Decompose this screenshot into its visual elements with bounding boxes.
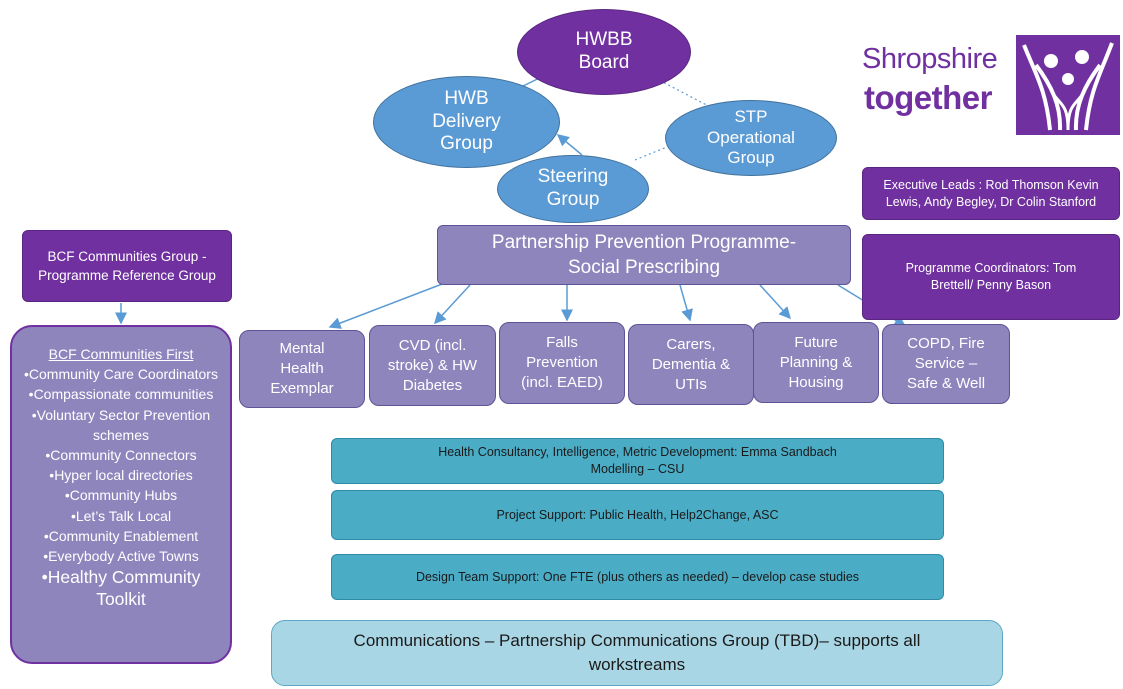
list-item: •Compassionate communities [28, 386, 214, 403]
arrow-to-ws-1 [328, 280, 451, 329]
workstream-label: COPD, Fire Service – Safe & Well [906, 335, 986, 392]
health-consultancy-bar: Health Consultancy, Intelligence, Metric… [331, 438, 944, 484]
list-item: •Community Enablement [43, 527, 199, 544]
hwb-delivery-group-label: HWB Delivery Group [432, 87, 501, 155]
arrow-steering-to-delivery [556, 134, 583, 156]
design-team-support-text: Design Team Support: One FTE (plus other… [415, 569, 860, 584]
steering-group-ellipse[interactable]: Steering Group [497, 155, 649, 223]
list-item: •Community Hubs [64, 487, 178, 504]
logo-figures-icon [1016, 35, 1120, 135]
workstream-label: Falls Prevention (incl. EAED) [521, 334, 603, 391]
workstream-mental-health[interactable]: Mental Health Exemplar [239, 330, 365, 408]
communications-text: Communications – Partnership Communicati… [353, 631, 921, 674]
arrow-to-ws-2 [433, 284, 471, 325]
design-team-support-bar: Design Team Support: One FTE (plus other… [331, 554, 944, 600]
hwbb-board-ellipse[interactable]: HWBB Board [517, 9, 691, 95]
executive-leads-box: Executive Leads : Rod Thomson Kevin Lewi… [862, 167, 1120, 220]
list-item: •Voluntary Sector Prevention schemes [31, 406, 211, 443]
programme-title: Partnership Prevention Programme- Social… [491, 232, 797, 278]
list-item: •Hyper local directories [49, 467, 193, 484]
logo-text-together: together [864, 79, 993, 116]
logo-text-shropshire: Shropshire [862, 43, 998, 75]
arrow-to-ws-5 [759, 284, 792, 320]
workstream-carers-dementia[interactable]: Carers, Dementia & UTIs [628, 324, 754, 405]
arrow-to-ws-4 [679, 284, 693, 322]
hwbb-board-label: HWBB Board [575, 29, 633, 73]
project-support-text: Project Support: Public Health, Help2Cha… [496, 507, 779, 522]
executive-leads-text: Executive Leads : Rod Thomson Kevin Lewi… [883, 177, 1099, 209]
workstream-label: Mental Health Exemplar [270, 340, 334, 397]
workstream-label: Carers, Dementia & UTIs [651, 335, 731, 393]
communications-bar: Communications – Partnership Communicati… [271, 620, 1003, 686]
bcf-communities-group-text: BCF Communities Group - Programme Refere… [38, 249, 216, 283]
dotted-steering-stp [634, 144, 673, 161]
project-support-bar: Project Support: Public Health, Help2Cha… [331, 490, 944, 540]
bcf-communities-group-box: BCF Communities Group - Programme Refere… [22, 230, 232, 302]
workstream-label: CVD (incl. stroke) & HW Diabetes [387, 336, 478, 394]
workstream-cvd-diabetes[interactable]: CVD (incl. stroke) & HW Diabetes [369, 325, 496, 406]
list-item: •Everybody Active Towns [43, 548, 199, 565]
list-item: •Community Care Coordinators [24, 366, 218, 383]
list-title: BCF Communities First [48, 346, 194, 362]
steering-group-label: Steering Group [537, 166, 609, 210]
hwb-delivery-group-ellipse[interactable]: HWB Delivery Group [373, 76, 560, 168]
list-item: •Let’s Talk Local [70, 507, 172, 524]
health-consultancy-text: Health Consultancy, Intelligence, Metric… [438, 445, 837, 476]
workstream-falls-prevention[interactable]: Falls Prevention (incl. EAED) [499, 322, 625, 404]
workstream-label: Future Planning & Housing [779, 333, 853, 391]
shropshire-together-logo: Shropshire together [862, 35, 1120, 140]
partnership-prevention-programme-box[interactable]: Partnership Prevention Programme- Social… [437, 225, 851, 285]
stp-operational-group-label: STP Operational Group [707, 107, 795, 168]
workstream-future-planning[interactable]: Future Planning & Housing [753, 322, 879, 403]
stp-operational-group-ellipse[interactable]: STP Operational Group [665, 100, 837, 176]
workstream-copd-fire[interactable]: COPD, Fire Service – Safe & Well [882, 324, 1010, 404]
programme-coordinators-box: Programme Coordinators: Tom Brettell/ Pe… [862, 234, 1120, 320]
list-item: •Community Connectors [45, 447, 197, 464]
bcf-communities-first-list: BCF Communities First •Community Care Co… [10, 325, 232, 664]
programme-coordinators-text: Programme Coordinators: Tom Brettell/ Pe… [905, 261, 1077, 292]
list-item-last: •Healthy Community Toolkit [41, 567, 201, 610]
